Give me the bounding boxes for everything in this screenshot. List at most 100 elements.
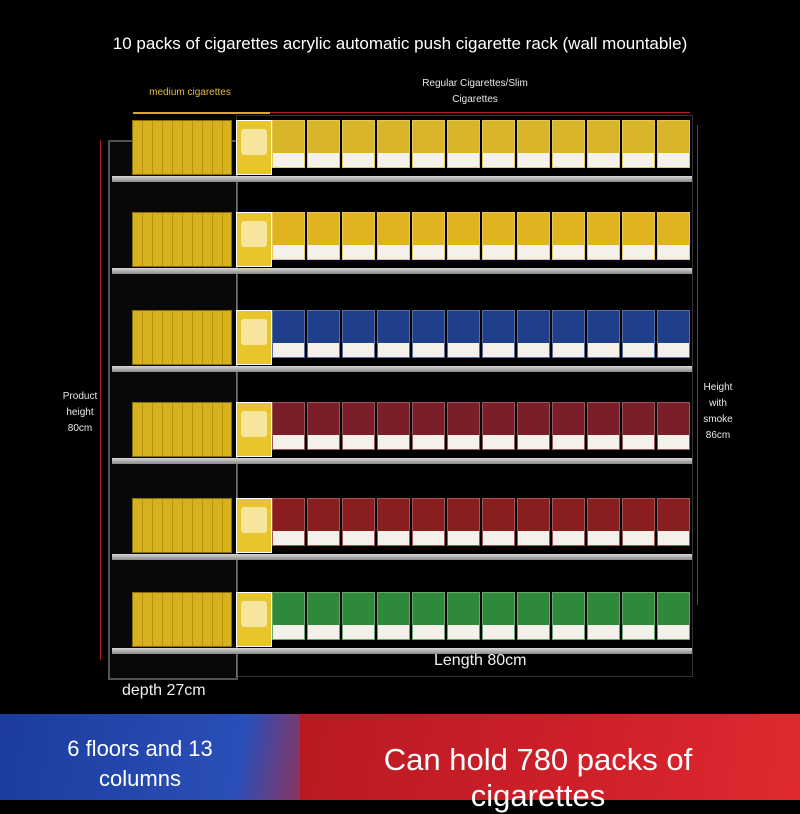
side-pack-stack <box>132 592 232 647</box>
cigarette-pack <box>272 120 305 168</box>
cigarette-pack <box>342 592 375 640</box>
medium-dimension-line <box>133 112 270 114</box>
cigarette-pack <box>622 592 655 640</box>
cigarette-pack <box>447 592 480 640</box>
regular-cigarettes-label-2: Cigarettes <box>452 94 498 105</box>
cigarette-pack <box>272 592 305 640</box>
cigarette-pack <box>342 402 375 450</box>
rack-back-panel <box>236 115 693 677</box>
cigarette-pack <box>587 212 620 260</box>
shelf-plate <box>112 366 692 372</box>
shelf-plate <box>112 176 692 182</box>
shelf-row <box>132 310 692 365</box>
height-smoke-line <box>697 125 698 605</box>
banner-right-background <box>300 714 800 800</box>
cigarette-pack <box>307 120 340 168</box>
depth-label: depth 27cm <box>122 682 206 699</box>
cigarette-pack <box>412 310 445 358</box>
cigarette-pack <box>307 498 340 546</box>
cigarette-pack <box>307 310 340 358</box>
product-height-label-2: height <box>66 407 94 418</box>
cigarette-pack <box>447 310 480 358</box>
cigarette-pack <box>272 402 305 450</box>
cigarette-pack <box>482 212 515 260</box>
height-smoke-label-2: with <box>709 398 727 409</box>
cigarette-pack <box>552 498 585 546</box>
cigarette-pack <box>517 402 550 450</box>
cigarette-pack <box>447 212 480 260</box>
shelf-plate <box>112 268 692 274</box>
height-smoke-label-4: 86cm <box>705 430 731 441</box>
cigarette-pack <box>482 310 515 358</box>
cigarette-pack <box>657 592 690 640</box>
banner-left-line-1: 6 floors and 13 <box>67 736 213 761</box>
cigarette-pack <box>447 498 480 546</box>
cigarette-pack <box>517 120 550 168</box>
cigarette-pack <box>482 402 515 450</box>
side-pack-stack <box>132 498 232 553</box>
product-height-label-3: 80cm <box>67 423 93 434</box>
cigarette-pack <box>622 402 655 450</box>
cigarette-pack <box>622 498 655 546</box>
medium-pack-front <box>236 592 272 647</box>
cigarette-pack <box>412 498 445 546</box>
cigarette-pack <box>517 592 550 640</box>
medium-cigarettes-label: medium cigarettes <box>149 87 231 98</box>
shelf-row <box>132 592 692 647</box>
cigarette-pack <box>272 498 305 546</box>
cigarette-pack <box>482 120 515 168</box>
cigarette-pack <box>517 212 550 260</box>
cigarette-pack <box>307 402 340 450</box>
cigarette-pack <box>552 310 585 358</box>
cigarette-pack <box>482 592 515 640</box>
banner-left-text: 6 floors and 13 columns <box>40 734 240 794</box>
cigarette-pack <box>377 592 410 640</box>
cigarette-pack <box>377 212 410 260</box>
medium-pack-front <box>236 498 272 553</box>
cigarette-pack <box>307 212 340 260</box>
cigarette-pack <box>412 120 445 168</box>
cigarette-pack <box>517 498 550 546</box>
cigarette-pack <box>622 120 655 168</box>
cigarette-pack <box>377 498 410 546</box>
banner-right-text: Can hold 780 packs of cigarettes <box>383 742 693 813</box>
cigarette-pack <box>517 310 550 358</box>
shelf-plate <box>112 458 692 464</box>
cigarette-pack <box>412 212 445 260</box>
side-pack-stack <box>132 120 232 175</box>
cigarette-pack <box>552 402 585 450</box>
side-pack-stack <box>132 310 232 365</box>
page-title: 10 packs of cigarettes acrylic automatic… <box>112 34 688 53</box>
shelf-row <box>132 120 692 175</box>
shelf-plate <box>112 554 692 560</box>
cigarette-pack <box>657 310 690 358</box>
cigarette-pack <box>377 402 410 450</box>
cigarette-pack <box>587 310 620 358</box>
cigarette-pack <box>622 212 655 260</box>
cigarette-pack <box>657 120 690 168</box>
cigarette-pack <box>412 402 445 450</box>
medium-pack-front <box>236 310 272 365</box>
side-pack-stack <box>132 212 232 267</box>
cigarette-pack <box>622 310 655 358</box>
shelf-row <box>132 402 692 457</box>
cigarette-pack <box>272 310 305 358</box>
cigarette-pack <box>307 592 340 640</box>
cigarette-pack <box>377 310 410 358</box>
cigarette-pack <box>552 592 585 640</box>
cigarette-pack <box>657 498 690 546</box>
cigarette-pack <box>587 498 620 546</box>
side-pack-stack <box>132 402 232 457</box>
cigarette-pack <box>272 212 305 260</box>
banner-left-line-2: columns <box>99 766 181 791</box>
banner-left-background <box>0 714 340 800</box>
height-smoke-label-1: Height <box>703 382 733 393</box>
cigarette-pack <box>552 212 585 260</box>
medium-pack-front <box>236 402 272 457</box>
length-label: Length 80cm <box>434 652 527 669</box>
cigarette-pack <box>342 120 375 168</box>
cigarette-pack <box>342 212 375 260</box>
cigarette-pack <box>342 310 375 358</box>
medium-pack-front <box>236 120 272 175</box>
cigarette-pack <box>377 120 410 168</box>
